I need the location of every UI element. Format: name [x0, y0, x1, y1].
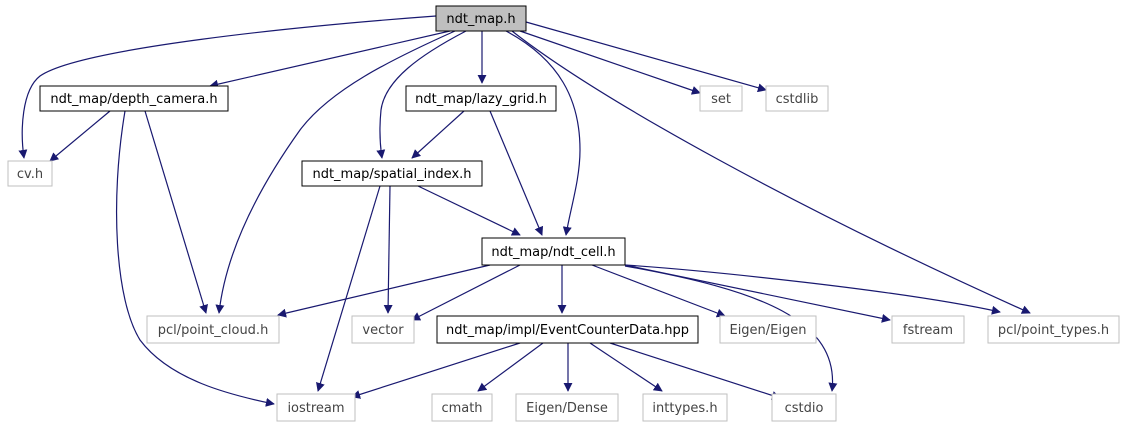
node-cvh: cv.h — [7, 160, 53, 187]
node-box — [351, 315, 415, 344]
node-label: Eigen/Eigen — [729, 323, 806, 338]
node-ndt-map[interactable]: ndt_map.h — [435, 5, 527, 32]
edge-ndt-cell-to-cstdio — [624, 265, 838, 392]
node-label: iostream — [287, 401, 344, 416]
node-box — [435, 5, 527, 32]
node-box — [987, 315, 1120, 344]
node-box — [276, 393, 356, 422]
edge-event-counter-to-inttypes — [589, 342, 663, 392]
edges-layer — [18, 15, 1031, 407]
edge-event-counter-to-cstdio — [609, 342, 781, 400]
node-label: cmath — [441, 401, 482, 416]
node-box — [431, 393, 493, 422]
edge-ndt-map-to-cvh — [18, 15, 437, 159]
node-ndt-cell[interactable]: ndt_map/ndt_cell.h — [481, 237, 626, 266]
node-box — [765, 85, 829, 112]
node-iostream: iostream — [276, 393, 356, 422]
edge-ndt-cell-to-pcl-point-types — [624, 264, 1001, 315]
nodes-layer: ndt_map.h ndt_map/depth_camera.h ndt_map/l… — [7, 5, 1120, 422]
edge-spatial-index-to-iostream — [316, 185, 381, 392]
edge-ndt-map-to-depth-camera — [209, 30, 451, 89]
node-label: ndt_map/impl/EventCounterData.hpp — [446, 323, 689, 338]
edge-event-counter-to-cmath — [477, 342, 544, 392]
node-label: ndt_map.h — [446, 12, 515, 27]
edge-ndt-map-to-pcl-point-types — [511, 30, 1031, 314]
edge-lazy-grid-to-spatial-index — [411, 110, 465, 159]
edge-depth-camera-to-cvh — [49, 110, 111, 162]
node-event-counter[interactable]: ndt_map/impl/EventCounterData.hpp — [436, 315, 699, 344]
node-label: ndt_map/lazy_grid.h — [415, 92, 547, 107]
node-spatial-index[interactable]: ndt_map/spatial_index.h — [301, 160, 483, 187]
edge-ndt-map-to-set — [519, 30, 701, 95]
node-box — [515, 393, 619, 422]
node-label: vector — [362, 323, 404, 338]
node-cstdio: cstdio — [771, 393, 837, 422]
node-box — [405, 85, 557, 112]
node-vector: vector — [351, 315, 415, 344]
node-box — [301, 160, 483, 187]
node-depth-camera[interactable]: ndt_map/depth_camera.h — [39, 85, 229, 112]
edge-lazy-grid-to-ndt-cell — [489, 110, 544, 236]
edge-ndt-map-to-ndt-cell — [505, 30, 581, 236]
node-label: set — [711, 92, 731, 107]
node-box — [891, 315, 965, 344]
edge-ndt-cell-to-eigen-eigen — [591, 264, 726, 318]
node-set: set — [699, 85, 743, 112]
node-label: Eigen/Dense — [526, 401, 608, 416]
edge-ndt-cell-to-pcl-point-cloud — [277, 264, 491, 318]
node-pcl-point-cloud: pcl/point_cloud.h — [146, 315, 280, 344]
node-label: ndt_map/spatial_index.h — [312, 167, 471, 182]
node-box — [39, 85, 229, 112]
node-label: cstdio — [785, 401, 824, 416]
node-label: cstdlib — [776, 92, 819, 107]
node-inttypes: inttypes.h — [642, 393, 728, 422]
edge-spatial-index-to-vector — [383, 185, 393, 314]
node-pcl-point-types: pcl/point_types.h — [987, 315, 1120, 344]
node-box — [642, 393, 728, 422]
node-cstdlib: cstdlib — [765, 85, 829, 112]
edge-ndt-map-to-spatial-index — [376, 30, 467, 159]
node-eigen-dense: Eigen/Dense — [515, 393, 619, 422]
edge-event-counter-to-iostream — [351, 342, 521, 399]
node-box — [436, 315, 699, 344]
edge-ndt-map-to-pcl-point-cloud — [215, 30, 456, 314]
node-label: ndt_map/depth_camera.h — [50, 92, 217, 107]
node-box — [699, 85, 743, 112]
node-box — [771, 393, 837, 422]
node-label: pcl/point_types.h — [998, 323, 1109, 338]
node-cmath: cmath — [431, 393, 493, 422]
node-lazy-grid[interactable]: ndt_map/lazy_grid.h — [405, 85, 557, 112]
node-label: ndt_map/ndt_cell.h — [491, 245, 615, 260]
node-box — [7, 160, 53, 187]
node-label: pcl/point_cloud.h — [158, 323, 269, 338]
node-box — [481, 237, 626, 266]
node-label: inttypes.h — [652, 401, 717, 416]
node-label: fstream — [903, 323, 953, 338]
node-fstream: fstream — [891, 315, 965, 344]
node-box — [146, 315, 280, 344]
node-box — [719, 315, 817, 344]
node-eigen-eigen: Eigen/Eigen — [719, 315, 817, 344]
edge-spatial-index-to-ndt-cell — [417, 185, 521, 236]
edge-depth-camera-to-pcl-point-cloud — [144, 110, 208, 314]
node-label: cv.h — [17, 167, 43, 182]
edge-ndt-cell-to-vector — [411, 264, 521, 321]
edge-ndt-map-to-cstdlib — [525, 21, 767, 93]
edge-depth-camera-to-iostream — [115, 110, 275, 407]
